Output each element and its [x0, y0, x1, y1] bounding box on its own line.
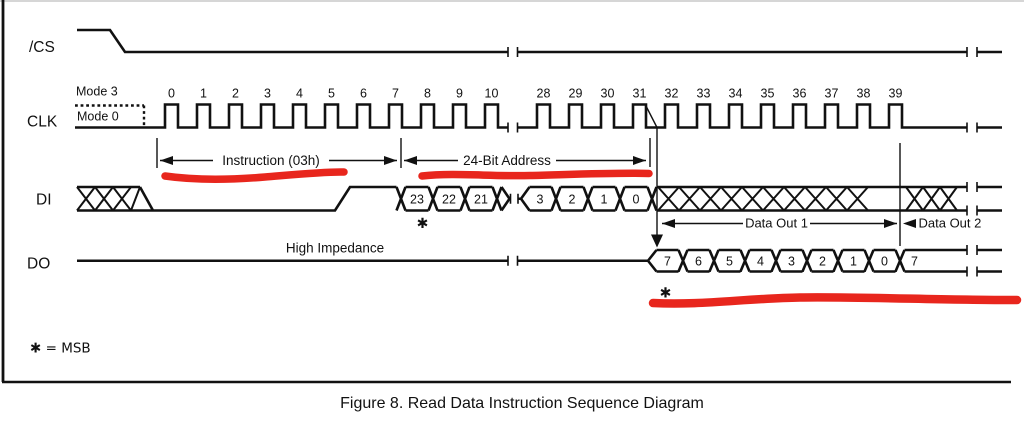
cs-segment-1: [77, 28, 508, 54]
do-bit-0: 0: [881, 254, 888, 268]
clk-numbers: 0 1 2 3 4 5 6 7 8 9 10 28 29 30 31 32 33…: [168, 87, 902, 101]
clk-number-9: 9: [456, 87, 463, 101]
di-crosshatch: [76, 186, 958, 212]
clk-number-35: 35: [761, 87, 775, 101]
data-out-1-arrowhead-left: [662, 219, 675, 228]
clk-number-34: 34: [729, 87, 743, 101]
instruction-arrowhead-left: [160, 156, 173, 165]
cs-waveform: [77, 28, 1002, 54]
mode0-label: Mode 0: [77, 110, 119, 124]
di-crosshatch-start: [76, 186, 141, 212]
clk-label: CLK: [27, 114, 58, 131]
red-marker-address: [418, 169, 653, 180]
clk-mode3-dotted-line: [75, 104, 146, 128]
di-start-and-low: [77, 185, 397, 212]
do-waveform: [77, 248, 1002, 273]
clk-waveform: [75, 103, 1002, 129]
clk-number-28: 28: [537, 87, 551, 101]
do-bit-4: 4: [757, 254, 764, 268]
data-out-1-label-bg: [743, 214, 810, 233]
figure-caption: Figure 8. Read Data Instruction Sequence…: [340, 395, 704, 412]
address-annotation: 24-Bit Address: [463, 153, 551, 168]
di-bit-1: 1: [601, 192, 608, 206]
data-out-1-annotation: Data Out 1: [745, 216, 808, 231]
do-bit-2: 2: [819, 254, 826, 268]
clk-number-31: 31: [633, 87, 647, 101]
di-label: DI: [36, 192, 52, 209]
di-bit-3: 3: [537, 192, 544, 206]
clk-number-33: 33: [697, 87, 711, 101]
signal-break-ticks: [507, 47, 978, 277]
clk-number-37: 37: [825, 87, 839, 101]
di-waveform: [77, 185, 1002, 212]
di-bit-2: 2: [569, 192, 576, 206]
address-arrowhead-left: [404, 156, 417, 165]
di-bit-22: 22: [442, 192, 456, 206]
data-out-1-arrowhead-right: [884, 219, 897, 228]
instruction-annotation: Instruction (03h): [222, 153, 320, 168]
label-backgrounds: [213, 151, 810, 233]
instruction-arrowhead-right: [384, 156, 397, 165]
di-instruction-bit-cells: [395, 185, 511, 212]
msb-marks: ✱ ✱ ✱ = MSB: [30, 216, 671, 357]
red-markers: [161, 168, 1022, 308]
do-bit-labels: 7 6 5 4 3 2 1 0 7: [664, 254, 918, 268]
clk-number-0: 0: [168, 87, 175, 101]
di-address-bit-cells: [518, 185, 658, 212]
do-msb-asterisk: ✱: [660, 286, 672, 302]
clk-number-2: 2: [232, 87, 239, 101]
do-bit-6: 6: [695, 254, 702, 268]
clk-number-1: 1: [200, 87, 207, 101]
di-bit-labels: 23 22 21 3 2 1 0: [410, 192, 639, 206]
clk-number-30: 30: [601, 87, 615, 101]
clk-number-36: 36: [793, 87, 807, 101]
clk-pulses-0-10: [75, 103, 508, 129]
clk-pulses-28-39: [517, 103, 967, 129]
do-next-byte-bit-7: 7: [911, 254, 918, 268]
clk-number-4: 4: [296, 87, 303, 101]
clk-number-7: 7: [392, 87, 399, 101]
red-marker-data-out: [648, 293, 1022, 308]
clk-number-10: 10: [485, 87, 499, 101]
di-bit-23: 23: [410, 192, 424, 206]
clk-number-5: 5: [328, 87, 335, 101]
di-dont-care-band: [656, 185, 1002, 212]
clk-number-32: 32: [665, 87, 679, 101]
clk31-to-do-pointer-line: [645, 105, 658, 235]
clk-mode-labels: Mode 3 Mode 0: [76, 85, 119, 124]
do-data-bit-cells: [646, 248, 906, 273]
do-start-down-arrowhead: [651, 234, 663, 248]
clk-number-8: 8: [424, 87, 431, 101]
di-bit-21: 21: [474, 192, 488, 206]
do-next-byte-band: [904, 248, 1002, 273]
clk-number-6: 6: [360, 87, 367, 101]
instruction-label-bg: [213, 151, 329, 170]
do-bit-3: 3: [788, 254, 795, 268]
clk-number-29: 29: [569, 87, 583, 101]
do-label: DO: [27, 256, 50, 273]
di-bit-0: 0: [633, 192, 640, 206]
do-bit-5: 5: [726, 254, 733, 268]
data-out-2-arrowhead: [903, 219, 916, 228]
high-impedance-label: High Impedance: [286, 241, 384, 256]
address-arrowhead-right: [633, 156, 646, 165]
clk-number-39: 39: [889, 87, 903, 101]
signal-labels: /CS CLK DI DO: [27, 39, 58, 273]
arrowheads: [160, 156, 916, 248]
clk-number-38: 38: [857, 87, 871, 101]
field-boundary-ticks: [156, 138, 651, 168]
red-marker-instruction: [161, 168, 348, 184]
clk-number-3: 3: [264, 87, 271, 101]
mode3-label: Mode 3: [76, 85, 118, 99]
msb-legend: ✱ = MSB: [30, 341, 91, 357]
do-bit-7: 7: [664, 254, 671, 268]
data-out-2-annotation: Data Out 2: [919, 216, 982, 231]
field-annotations: Instruction (03h) 24-Bit Address Data Ou…: [222, 153, 981, 256]
address-label-bg: [458, 151, 556, 170]
do-bit-1: 1: [850, 254, 857, 268]
di-msb-asterisk: ✱: [417, 216, 429, 232]
cs-label: /CS: [29, 39, 55, 56]
di-crosshatch-tail: [657, 186, 958, 212]
